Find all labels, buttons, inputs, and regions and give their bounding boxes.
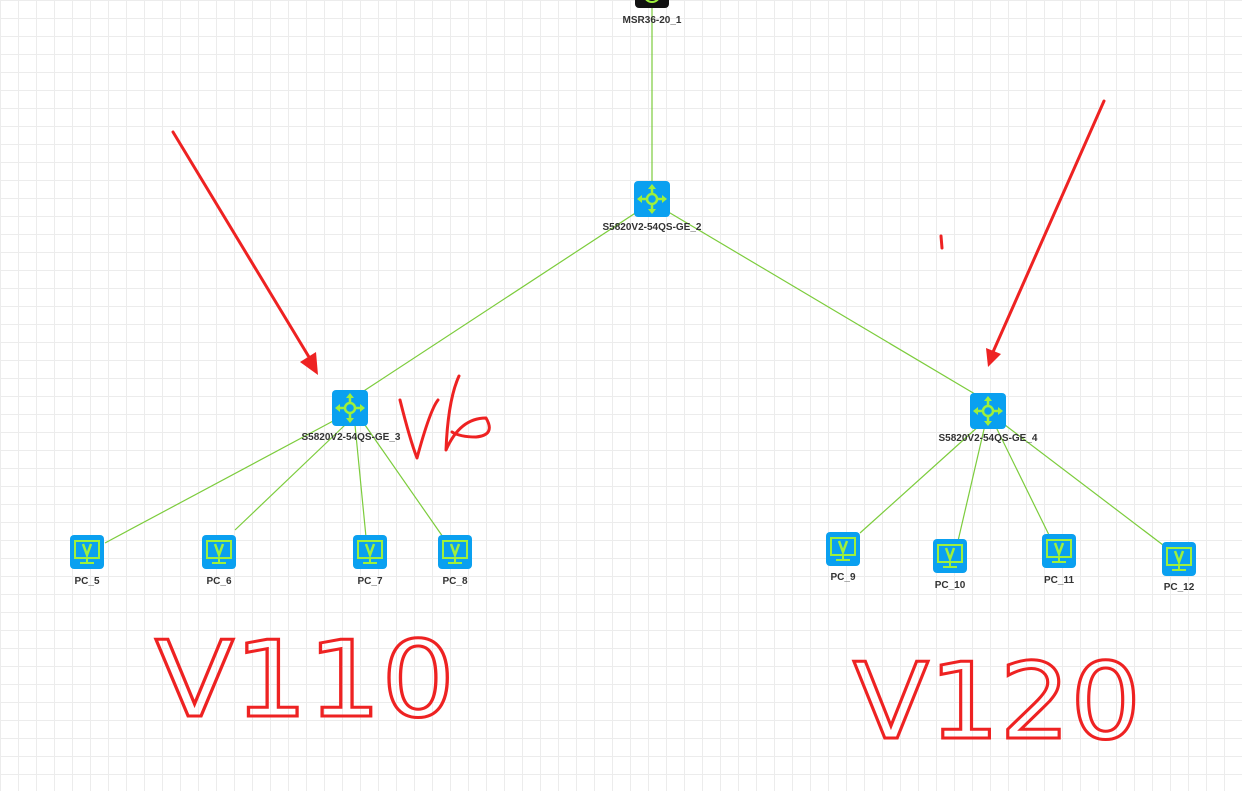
pc-label: PC_9	[830, 572, 855, 583]
red-arrow-right	[986, 99, 1106, 367]
pc-icon	[1040, 532, 1078, 570]
links	[104, 5, 1164, 546]
pc-icon	[931, 537, 969, 575]
pc-icon	[436, 533, 474, 571]
switch-label: S5820V2-54QS-GE_3	[302, 432, 401, 443]
switch-label: S5820V2-54QS-GE_4	[939, 433, 1038, 444]
router-label: MSR36-20_1	[623, 15, 682, 26]
red-arrow-left	[171, 130, 318, 375]
pc-icon	[824, 530, 862, 568]
switch-label: S5820V2-54QS-GE_2	[603, 222, 702, 233]
handwritten-note-v110: V110	[155, 619, 455, 741]
switch-icon	[632, 179, 672, 219]
pc-label: PC_12	[1164, 582, 1195, 593]
pc-12[interactable]: PC_12	[1160, 540, 1198, 593]
annotations: V110 V120	[154, 99, 1143, 765]
pc-icon	[68, 533, 106, 571]
red-mark	[939, 234, 944, 250]
pc-11[interactable]: PC_11	[1040, 532, 1078, 586]
handwritten-note-v120: V120	[853, 641, 1141, 763]
pc-6[interactable]: PC_6	[200, 533, 238, 587]
handwritten-note-v6	[398, 374, 491, 460]
router-icon	[635, 0, 669, 8]
pc-icon	[351, 533, 389, 571]
pc-icon	[200, 533, 238, 571]
pc-label: PC_11	[1044, 575, 1074, 586]
pc-5[interactable]: PC_5	[68, 533, 106, 587]
switch-icon	[968, 391, 1008, 431]
pc-8[interactable]: PC_8	[436, 533, 474, 587]
switch-4[interactable]: S5820V2-54QS-GE_4	[939, 391, 1038, 444]
pc-7[interactable]: PC_7	[351, 533, 389, 587]
router-msr36-20-1[interactable]: MSR36-20_1	[623, 0, 682, 26]
pc-10[interactable]: PC_10	[931, 537, 969, 591]
pc-label: PC_10	[935, 580, 966, 591]
pc-icon	[1160, 540, 1198, 578]
switch-icon	[330, 388, 370, 428]
pc-9[interactable]: PC_9	[824, 530, 862, 583]
switch-3[interactable]: S5820V2-54QS-GE_3	[302, 388, 401, 443]
pc-label: PC_7	[357, 576, 382, 587]
pc-label: PC_6	[206, 576, 231, 587]
pc-label: PC_5	[74, 576, 99, 587]
switch-2[interactable]: S5820V2-54QS-GE_2	[603, 179, 702, 233]
pc-label: PC_8	[442, 576, 467, 587]
